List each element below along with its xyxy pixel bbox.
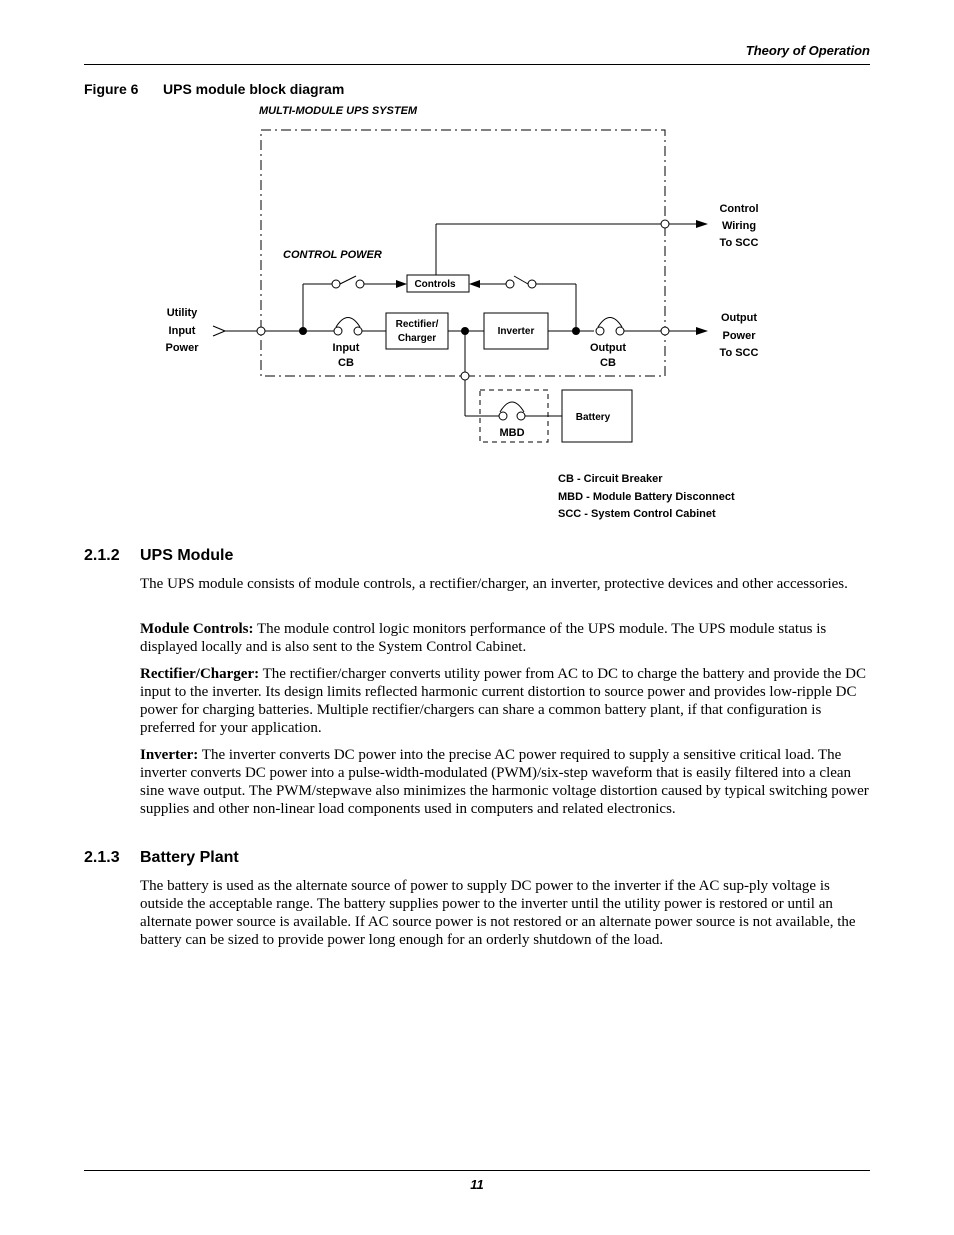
controls-label: Controls: [414, 279, 456, 290]
section-heading: 2.1.2 UPS Module: [84, 547, 233, 565]
paragraph-text: The module control logic monitors perfor…: [140, 621, 827, 655]
section-title: Battery Plant: [140, 849, 239, 866]
legend-item: MBD - Module Battery Disconnect: [558, 491, 735, 503]
paragraph-lead: Module Controls:: [140, 621, 254, 637]
control-power-label: CONTROL POWER: [283, 249, 382, 261]
rectifier-label-1: Rectifier/: [396, 319, 439, 330]
control-wiring-label-2: Wiring: [722, 220, 756, 232]
legend-item: CB - Circuit Breaker: [558, 473, 663, 485]
legend-item: SCC - System Control Cabinet: [558, 508, 716, 520]
section-heading: 2.1.3 Battery Plant: [84, 849, 239, 867]
battery-label: Battery: [576, 412, 611, 423]
control-switch-contact: [505, 279, 515, 289]
mbd-symbol: [498, 401, 526, 421]
output-arrow: [696, 327, 708, 335]
control-power-wiring: [302, 223, 696, 331]
controls-arrow-left: [396, 280, 407, 288]
rectifier-box: [385, 312, 449, 350]
utility-label-3: Power: [165, 342, 199, 354]
output-terminal: [660, 326, 670, 336]
control-wiring-label-3: To SCC: [720, 237, 759, 249]
paragraph-text: The UPS module consists of module contro…: [140, 576, 848, 592]
paragraph-lead: Rectifier/Charger:: [140, 666, 260, 682]
controls-arrow-right: [469, 280, 480, 288]
paragraph: Inverter: The inverter converts DC power…: [140, 746, 870, 818]
output-cb-symbol: [595, 317, 625, 336]
control-switch-contact: [355, 279, 365, 289]
paragraph-text: The battery is used as the alternate sou…: [140, 878, 856, 948]
control-switch-contact: [527, 279, 537, 289]
section-title: UPS Module: [140, 547, 234, 564]
paragraph-text: The rectifier/charger converts utility p…: [140, 666, 867, 736]
utility-label-2: Input: [169, 325, 196, 337]
battery-wiring: [464, 331, 562, 417]
figure-number: Figure 6: [84, 81, 139, 97]
paragraph: The UPS module consists of module contro…: [140, 575, 870, 593]
footer-rule: [84, 1170, 870, 1171]
rectifier-label-2: Charger: [398, 333, 436, 344]
section-number: 2.1.2: [84, 547, 120, 564]
header-rule: [84, 64, 870, 65]
input-terminal: [256, 326, 266, 336]
system-boundary: [260, 129, 666, 377]
controls-box: [406, 274, 470, 293]
mbd-label: MBD: [499, 427, 524, 439]
system-label: MULTI-MODULE UPS SYSTEM: [259, 105, 418, 117]
paragraph: Rectifier/Charger: The rectifier/charger…: [140, 665, 870, 737]
page-number: 11: [470, 1177, 484, 1192]
output-power-label-2: Power: [722, 330, 756, 342]
paragraph-text: The inverter converts DC power into the …: [140, 747, 869, 817]
utility-label-1: Utility: [167, 307, 198, 319]
input-cb-label-1: Input: [333, 342, 360, 354]
control-wiring-terminal: [660, 219, 670, 229]
battery-box: [561, 389, 633, 443]
running-header: Theory of Operation: [745, 43, 870, 58]
figure-title: UPS module block diagram: [163, 81, 345, 97]
control-wiring-arrow: [696, 220, 708, 228]
mbd-boundary: [479, 389, 549, 443]
control-switch-contact: [331, 279, 341, 289]
output-cb-label-2: CB: [600, 357, 616, 369]
input-cb-symbol: [333, 317, 363, 336]
paragraph: Module Controls: The module control logi…: [140, 620, 870, 656]
paragraph-lead: Inverter:: [140, 747, 199, 763]
control-wiring-label-1: Control: [719, 203, 758, 215]
section-number: 2.1.3: [84, 849, 120, 866]
output-power-label-3: To SCC: [720, 347, 759, 359]
inverter-label: Inverter: [498, 326, 535, 337]
figure-caption: Figure 6 UPS module block diagram: [84, 81, 344, 97]
ups-block-diagram: MULTI-MODULE UPS SYSTEM CONTROL POWER In…: [165, 105, 759, 520]
battery-terminal: [460, 371, 470, 381]
paragraph: The battery is used as the alternate sou…: [140, 877, 870, 949]
inverter-box: [483, 312, 549, 350]
input-cb-label-2: CB: [338, 357, 354, 369]
output-cb-label-1: Output: [590, 342, 626, 354]
output-power-label-1: Output: [721, 312, 757, 324]
